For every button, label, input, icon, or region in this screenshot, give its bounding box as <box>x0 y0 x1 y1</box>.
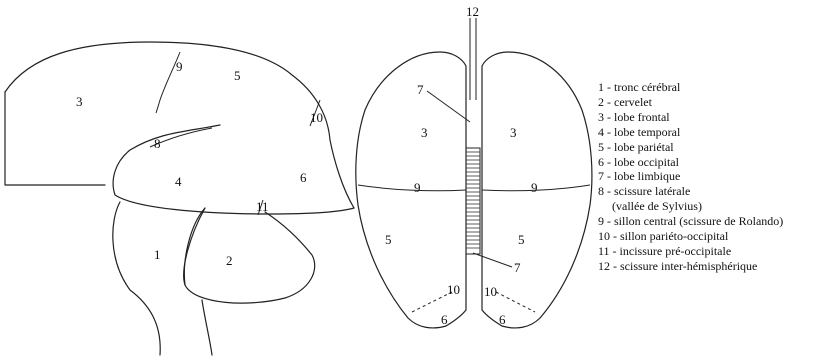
legend-item: 11 - incissure pré-occipitale <box>598 244 783 259</box>
legend-item: 7 - lobe limbique <box>598 169 783 184</box>
legend-item: 12 - scissure inter-hémisphérique <box>598 259 783 274</box>
superior-label-3-right: 3 <box>510 125 517 140</box>
superior-label-6-left: 6 <box>441 312 448 327</box>
lateral-label-4: 4 <box>175 174 182 189</box>
lateral-label-1: 1 <box>154 247 161 262</box>
lateral-view: 3 9 5 10 8 4 6 11 1 2 <box>5 42 354 355</box>
limbic-pointer-lower <box>473 253 512 267</box>
legend-item: 9 - sillon central (scissure de Rolando) <box>598 214 783 229</box>
limbic-pointer-upper <box>427 91 470 122</box>
lateral-label-6: 6 <box>300 170 307 185</box>
superior-label-5-right: 5 <box>518 232 525 247</box>
legend-item: 8 - scissure latérale <box>598 184 783 199</box>
legend-item: (vallée de Sylvius) <box>598 199 783 214</box>
superior-view: 12 7 3 3 9 9 5 5 7 10 10 6 6 <box>356 4 592 328</box>
superior-label-12: 12 <box>466 4 479 19</box>
temporal-lobe-outline <box>113 125 354 214</box>
legend-item: 5 - lobe pariétal <box>598 140 783 155</box>
superior-label-10-right: 10 <box>484 284 497 299</box>
limbic-lobe-hatching <box>466 152 480 248</box>
right-parieto-occipital-dash <box>496 292 535 312</box>
superior-label-10-left: 10 <box>447 282 460 297</box>
lateral-label-8: 8 <box>154 136 161 151</box>
cerebrum-lower-outline <box>5 92 105 185</box>
superior-label-7-upper: 7 <box>417 82 424 97</box>
superior-label-7-lower: 7 <box>514 260 521 275</box>
lateral-label-5: 5 <box>234 68 241 83</box>
legend-item: 4 - lobe temporal <box>598 125 783 140</box>
cerebellum-outline <box>184 208 314 303</box>
lateral-label-2: 2 <box>226 253 233 268</box>
interhemispheric-fissure-line <box>470 18 476 100</box>
legend-item: 6 - lobe occipital <box>598 155 783 170</box>
lateral-label-10: 10 <box>310 110 323 125</box>
left-parieto-occipital-dash <box>412 292 452 312</box>
superior-label-9-left: 9 <box>414 180 421 195</box>
superior-label-3-left: 3 <box>421 125 428 140</box>
legend-item: 1 - tronc cérébral <box>598 80 783 95</box>
brainstem-cerebellum-border <box>184 208 205 285</box>
legend-item: 2 - cervelet <box>598 95 783 110</box>
superior-label-6-right: 6 <box>499 312 506 327</box>
legend-item: 10 - sillon pariéto-occipital <box>598 229 783 244</box>
superior-label-5-left: 5 <box>385 232 392 247</box>
legend: 1 - tronc cérébral 2 - cervelet 3 - lobe… <box>598 80 783 274</box>
left-central-sulcus-line <box>358 185 466 191</box>
lateral-label-3: 3 <box>76 94 83 109</box>
lateral-label-9: 9 <box>176 59 183 74</box>
lateral-label-11: 11 <box>256 199 269 214</box>
legend-item: 3 - lobe frontal <box>598 110 783 125</box>
superior-label-9-right: 9 <box>531 180 538 195</box>
